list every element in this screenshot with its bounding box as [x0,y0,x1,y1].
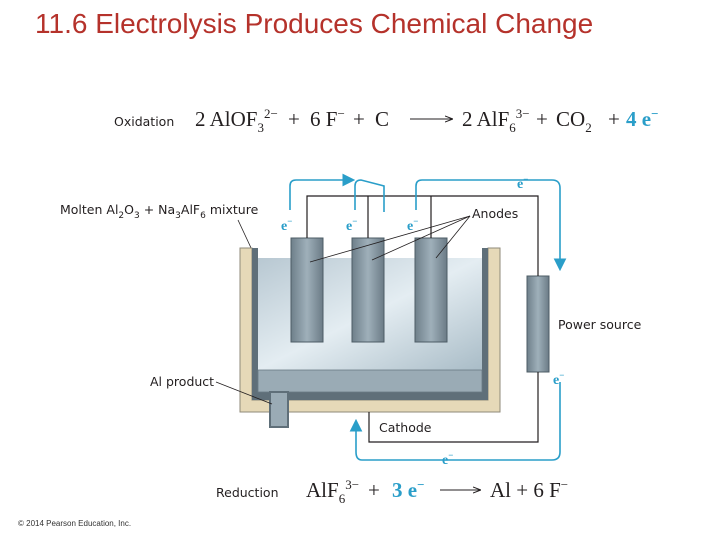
ox-sup-1: 2− [264,106,278,121]
anodes-label: Anodes [472,206,518,221]
anodes [290,237,448,343]
anode-1 [290,237,324,343]
red-sup-2: − [561,477,568,492]
red-term-2: Al + 6 F [490,478,561,502]
ox-term-2: 6 F [310,107,337,131]
al-product-layer [257,369,483,393]
electron-label-6: e− [442,450,453,468]
power-source [526,275,550,373]
ox-sub-5: 2 [585,120,592,135]
molten-leader [237,219,253,251]
electron-labels: e− e− e− e− e− e− [281,174,564,468]
wires [306,195,539,443]
svg-text:Al + 6 F−: Al + 6 F− [490,477,568,502]
ox-sup-2: − [337,106,344,121]
ox-plus-3: + [536,107,548,131]
svg-text:2 AlF63−: 2 AlF63− [462,106,530,135]
ox-electrons: 4 e [626,107,651,131]
ox-term-4: 2 AlF [462,107,509,131]
anode-3 [414,237,448,343]
electron-label-5: e− [553,370,564,388]
red-electrons-sup: − [417,477,424,492]
al-product-label: Al product [150,374,214,389]
ox-electrons-sup: − [651,106,658,121]
molten-mixture-label: Molten Al2O3 + Na3AlF6 mixture [60,202,259,221]
oxidation-label: Oxidation [114,114,174,129]
copyright-notice: © 2014 Pearson Education, Inc. [18,519,132,528]
svg-text:2 AlOF32−: 2 AlOF32− [195,106,278,135]
svg-text:4 e−: 4 e− [626,106,659,131]
page-title: 11.6 Electrolysis Produces Chemical Chan… [35,8,594,39]
ox-term-3: C [375,107,389,131]
anodes-leaders [309,215,471,263]
ox-term-1: 2 AlOF [195,107,257,131]
reduction-equation: AlF63− + 3 e− Al + 6 F− [306,477,568,506]
electron-flow [289,173,567,461]
svg-text:3 e−: 3 e− [392,477,425,502]
red-term-1: AlF [306,478,339,502]
electron-label-3: e− [407,216,418,234]
ox-plus-4: + [608,107,620,131]
red-sub-1: 6 [339,491,346,506]
power-source-label: Power source [558,317,642,332]
red-plus-1: + [368,478,380,502]
oxidation-equation: 2 AlOF32− + 6 F− + C 2 AlF63− + CO2 + 4 … [195,106,659,135]
ox-plus-1: + [288,107,300,131]
red-sup-1: 3− [345,477,359,492]
ox-sub-4: 6 [509,120,516,135]
ox-sup-4: 3− [516,106,530,121]
electron-label-4: e− [517,174,528,192]
reduction-label: Reduction [216,485,279,500]
anode-2 [351,237,385,343]
al-product-leader [215,381,273,405]
svg-text:6 F−: 6 F− [310,106,345,131]
ox-plus-2: + [353,107,365,131]
drain-pipe [269,391,289,428]
ox-term-5: CO [556,107,585,131]
ox-sub-1: 3 [257,120,264,135]
red-electrons: 3 e [392,478,417,502]
electron-label-1: e− [281,216,292,234]
electron-label-2: e− [346,216,357,234]
cathode-label: Cathode [379,420,432,435]
svg-text:CO2: CO2 [556,107,592,135]
svg-text:AlF63−: AlF63− [306,477,359,506]
